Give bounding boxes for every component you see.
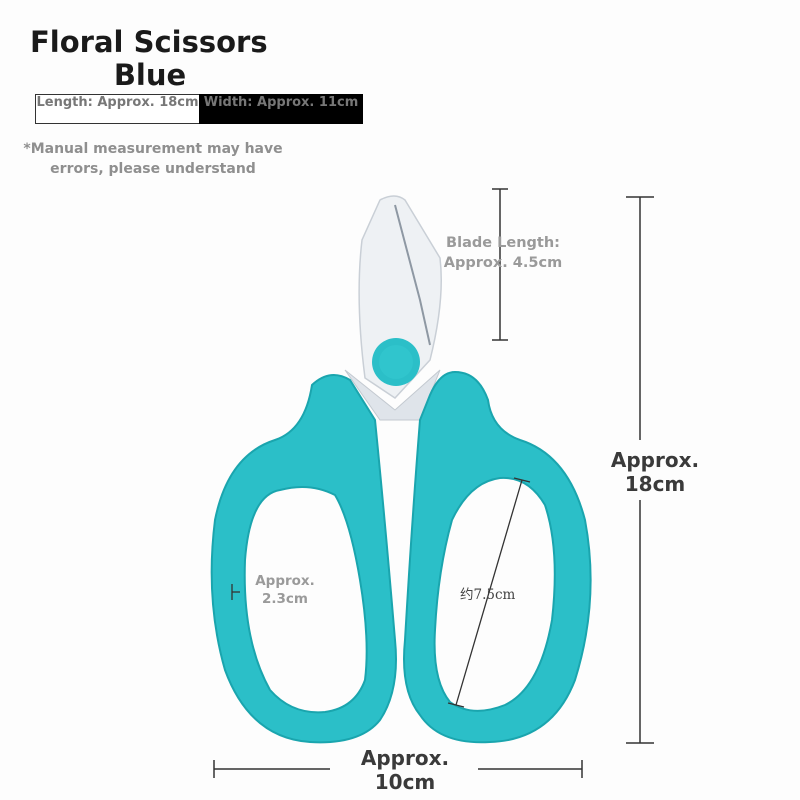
length-spec: Length: Approx. 18cm — [35, 94, 199, 124]
loop-length-label: 约7.5cm — [460, 587, 516, 603]
product-title-line2: Blue — [113, 58, 187, 92]
loop-dimension-line — [447, 477, 531, 708]
blade-dimension-line — [492, 188, 508, 341]
spec-pills: Length: Approx. 18cm Width: Approx. 11cm — [35, 94, 363, 124]
length-dimension-line — [626, 196, 654, 744]
scissors-blade — [344, 195, 442, 421]
product-title-line1: Floral Scissors — [30, 25, 268, 59]
measurement-note: *Manual measurement may have errors, ple… — [23, 141, 283, 177]
product-title: Floral Scissors Blue — [30, 26, 270, 92]
handle-dimension-tick — [231, 584, 240, 600]
left-handle — [210, 374, 397, 744]
width-spec: Width: Approx. 11cm — [199, 94, 363, 124]
handle-width-label: Approx. 2.3cm — [255, 573, 315, 607]
overall-width-label: Approx. 10cm — [360, 746, 450, 794]
right-handle — [403, 370, 592, 744]
width-dimension-line — [213, 760, 583, 778]
overall-length-label: Approx. 18cm — [610, 448, 700, 496]
blade-length-label: Blade Length: Approx. 4.5cm — [443, 235, 563, 271]
